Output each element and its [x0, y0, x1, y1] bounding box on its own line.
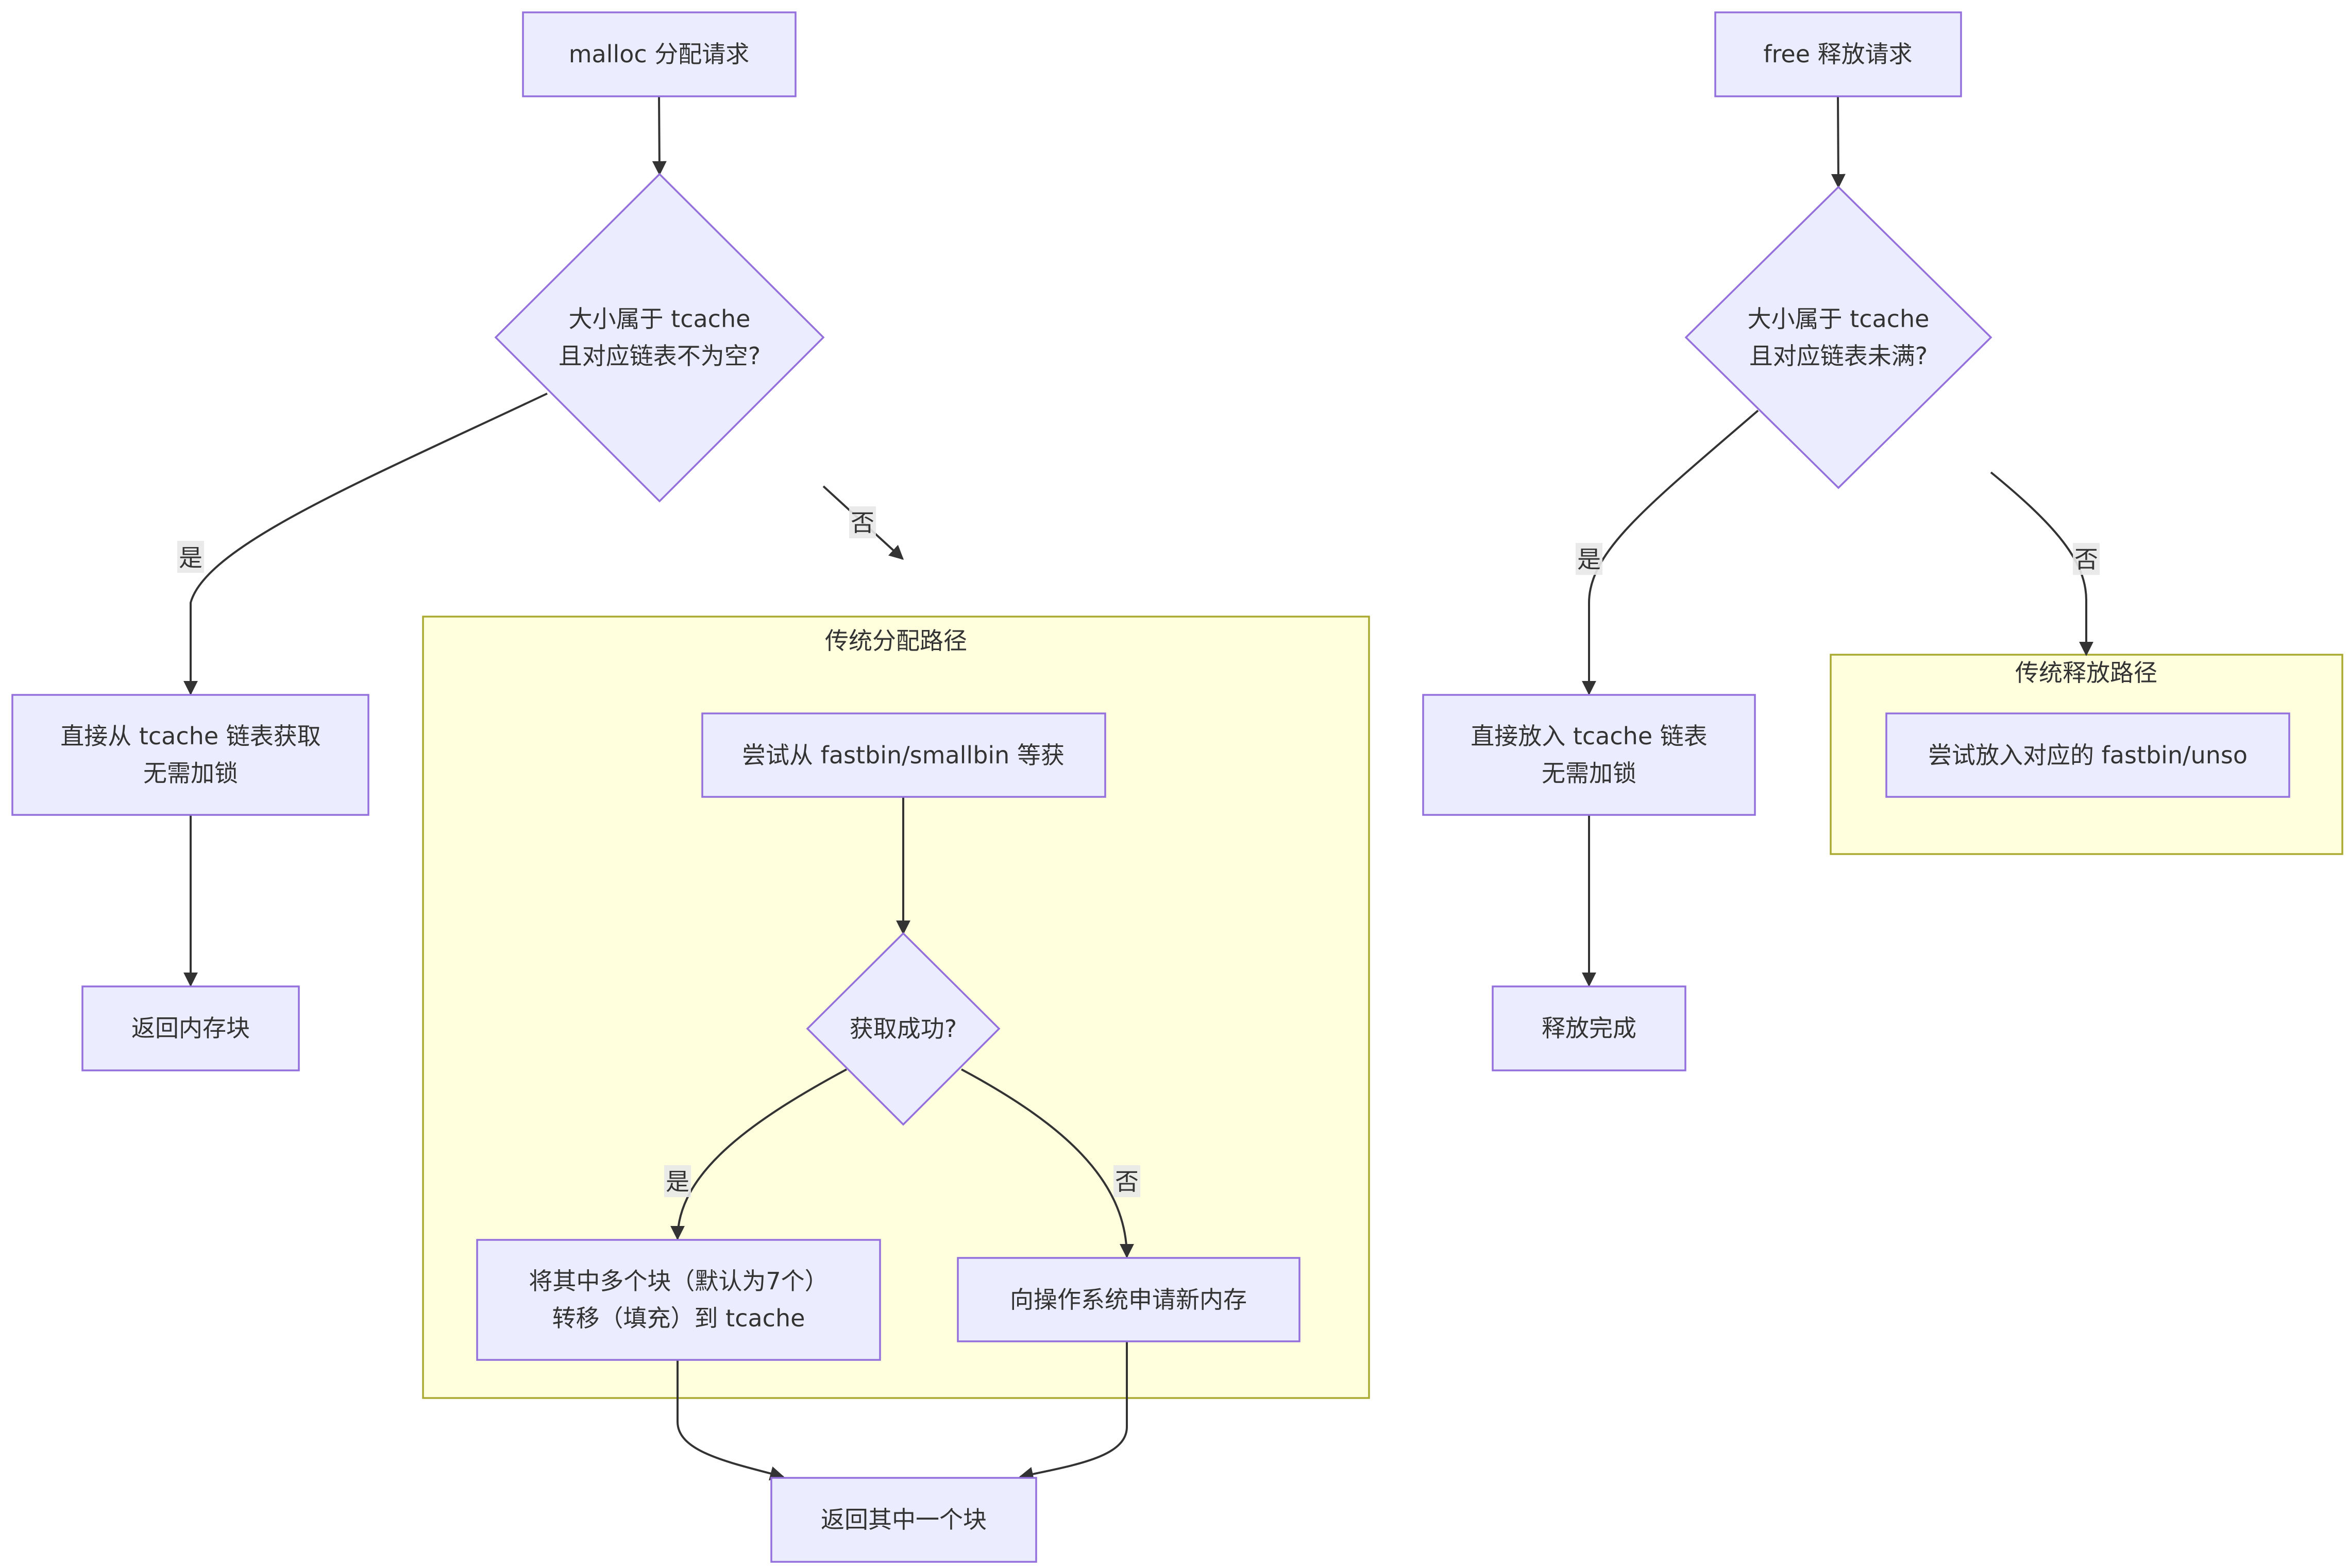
node-return-block-label: 返回内存块 [131, 1014, 250, 1042]
node-free-done-label: 释放完成 [1542, 1014, 1636, 1042]
node-try-fastbin-label: 尝试从 fastbin/smallbin 等获 [742, 741, 1065, 769]
node-malloc-request-label: malloc 分配请求 [569, 40, 750, 68]
edge-check-yes [183, 393, 548, 695]
decision-free-tcache-check: 大小属于 tcache 且对应链表未满? [1684, 185, 1992, 489]
node-free-request-label: free 释放请求 [1763, 40, 1912, 68]
node-request-os-label: 向操作系统申请新内存 [1010, 1286, 1247, 1314]
edge-label-malloc-yes: 是 [177, 541, 204, 573]
decision-malloc-tcache-check: 大小属于 tcache 且对应链表不为空? [494, 173, 825, 503]
node-transfer-to-tcache: 将其中多个块（默认为7个） 转移（填充）到 tcache [476, 1239, 881, 1361]
edge-os-to-return-one [1019, 1341, 1128, 1481]
decision-malloc-line2: 且对应链表不为空? [559, 342, 761, 370]
edge-success-yes [670, 1068, 847, 1240]
node-get-from-tcache-line2: 无需加锁 [143, 759, 238, 787]
node-malloc-request: malloc 分配请求 [522, 11, 797, 97]
edge-label-malloc-no: 否 [849, 506, 876, 538]
edge-transfer-to-return-one [677, 1360, 785, 1480]
edge-label-text: 是 [1577, 546, 1601, 573]
node-get-from-tcache: 直接从 tcache 链表获取 无需加锁 [11, 694, 369, 816]
node-free-request: free 释放请求 [1714, 11, 1962, 97]
cluster-traditional-alloc-title: 传统分配路径 [825, 627, 967, 655]
edge-label-text: 是 [666, 1168, 689, 1196]
edge-label-success-yes: 是 [664, 1165, 691, 1197]
node-transfer-line2: 转移（填充）到 tcache [552, 1304, 805, 1332]
edge-malloc-to-check [652, 96, 667, 176]
decision-free-line2: 且对应链表未满? [1749, 342, 1928, 370]
edge-label-text: 否 [1115, 1168, 1139, 1196]
edge-label-success-no: 否 [1113, 1165, 1140, 1197]
node-return-block: 返回内存块 [81, 985, 300, 1071]
edge-label-free-yes: 是 [1576, 543, 1602, 575]
decision-get-success: 获取成功? [806, 932, 1001, 1126]
edge-label-text: 是 [179, 544, 202, 572]
node-return-one-label: 返回其中一个块 [821, 1506, 987, 1533]
edge-label-free-no: 否 [2073, 543, 2100, 575]
node-transfer-line1: 将其中多个块（默认为7个） [529, 1267, 828, 1295]
node-try-fastbin: 尝试从 fastbin/smallbin 等获 [701, 712, 1106, 798]
decision-malloc-line1: 大小属于 tcache [569, 305, 751, 333]
edge-label-text: 否 [2074, 546, 2098, 573]
node-try-put-fastbin: 尝试放入对应的 fastbin/unso [1885, 712, 2290, 798]
edges [183, 96, 2093, 1481]
node-put-tcache-line1: 直接放入 tcache 链表 [1471, 722, 1708, 750]
cluster-traditional-free-title: 传统释放路径 [2015, 659, 2157, 687]
node-put-into-tcache: 直接放入 tcache 链表 无需加锁 [1422, 694, 1756, 816]
edge-free-check-yes [1582, 410, 1759, 695]
node-get-from-tcache-line1: 直接从 tcache 链表获取 [60, 722, 321, 750]
node-free-done: 释放完成 [1492, 985, 1686, 1071]
node-try-put-fastbin-label: 尝试放入对应的 fastbin/unso [1928, 741, 2248, 769]
decision-free-line1: 大小属于 tcache [1748, 305, 1930, 333]
node-put-tcache-line2: 无需加锁 [1542, 759, 1636, 787]
decision-get-success-label: 获取成功? [850, 1015, 957, 1043]
edge-free-check-no [1990, 471, 2093, 656]
node-request-os-memory: 向操作系统申请新内存 [957, 1257, 1300, 1342]
edge-label-text: 否 [851, 509, 874, 537]
edge-success-no [961, 1068, 1134, 1258]
node-return-one-block: 返回其中一个块 [770, 1477, 1037, 1563]
